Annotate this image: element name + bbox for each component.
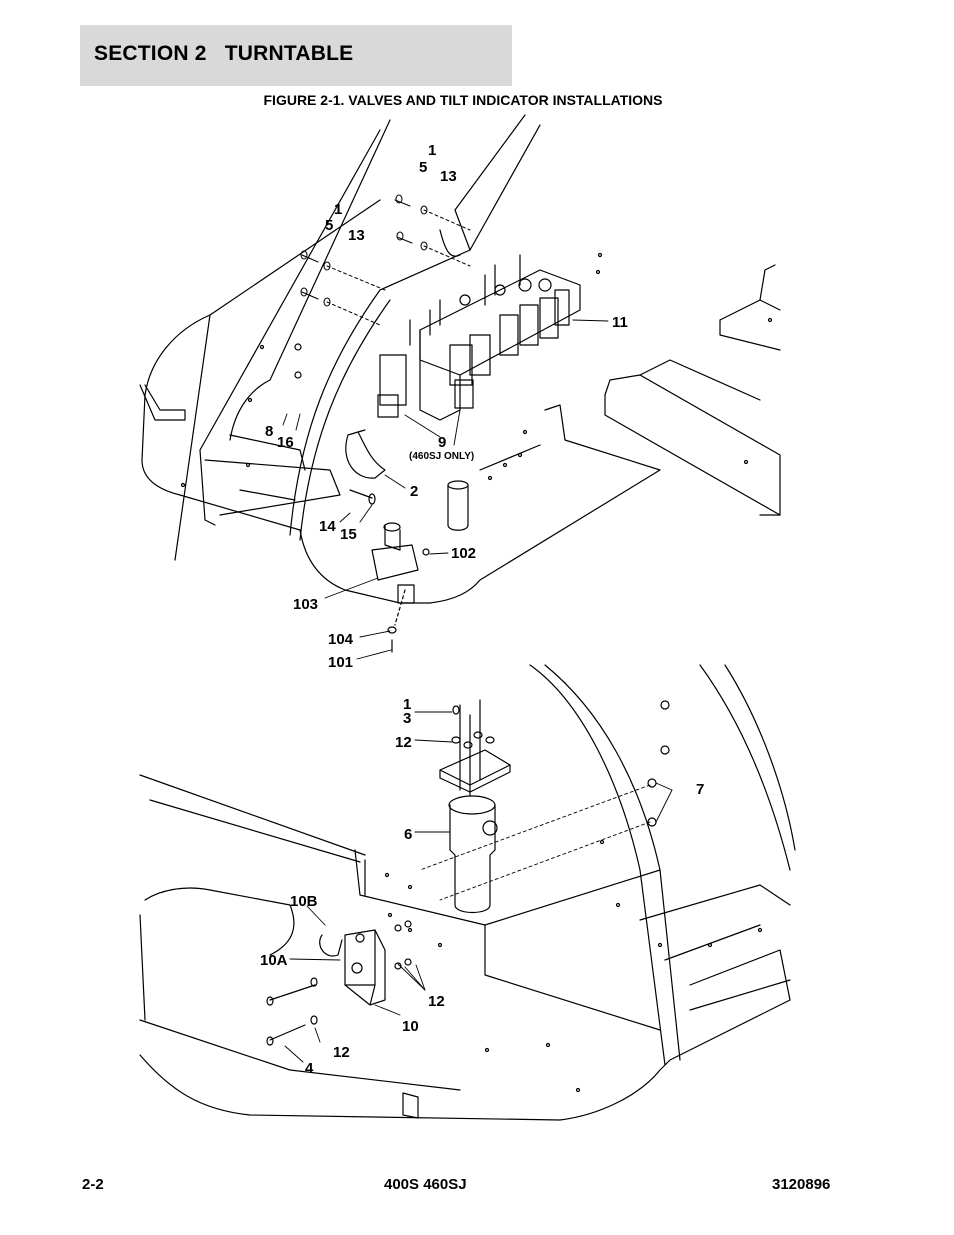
document-number: 3120896 xyxy=(772,1176,831,1193)
callout-15: 15 xyxy=(340,526,357,543)
callout-103: 103 xyxy=(293,596,318,613)
section-title: SECTION 2 TURNTABLE xyxy=(94,42,354,65)
callout-9: 9 xyxy=(438,434,446,451)
callout-12: 12 xyxy=(333,1044,350,1061)
callout-460sj-only: (460SJ ONLY) xyxy=(409,451,474,462)
callout-102: 102 xyxy=(451,545,476,562)
callout-6: 6 xyxy=(404,826,412,843)
valve-bank-11 xyxy=(377,254,581,421)
page-number: 2-2 xyxy=(82,1176,104,1193)
upper-turntable-drawing xyxy=(139,114,781,660)
callout-13: 13 xyxy=(440,168,457,185)
callout-12: 12 xyxy=(395,734,412,751)
callout-104: 104 xyxy=(328,631,354,648)
callout-101: 101 xyxy=(328,654,353,671)
callout-14: 14 xyxy=(319,518,336,535)
callout-1: 1 xyxy=(334,201,342,218)
callout-1: 1 xyxy=(428,142,436,159)
callout-4: 4 xyxy=(305,1060,314,1077)
callout-3: 3 xyxy=(403,710,411,727)
callout-1: 1 xyxy=(403,696,411,713)
callout-16: 16 xyxy=(277,434,294,451)
section-header: SECTION 2 TURNTABLE xyxy=(80,25,512,86)
alarm-horn-2 xyxy=(345,429,386,479)
tilt-sensor-103 xyxy=(371,522,430,653)
callout-10a: 10A xyxy=(260,952,288,969)
model-number: 400S 460SJ xyxy=(384,1176,467,1193)
callout-2: 2 xyxy=(410,483,418,500)
callout-12: 12 xyxy=(428,993,445,1010)
callout-8: 8 xyxy=(265,423,273,440)
lower-turntable-drawing xyxy=(139,664,796,1121)
callout-7: 7 xyxy=(696,781,704,798)
figure-title: FIGURE 2-1. VALVES AND TILT INDICATOR IN… xyxy=(263,92,663,108)
filter-assembly-6 xyxy=(439,699,511,914)
callout-10b: 10B xyxy=(290,893,318,910)
callout-11: 11 xyxy=(612,314,628,331)
valve-block-10 xyxy=(266,920,412,1046)
callout-5: 5 xyxy=(419,159,427,176)
callout-5: 5 xyxy=(325,217,333,234)
callout-13: 13 xyxy=(348,227,365,244)
callout-10: 10 xyxy=(402,1018,419,1035)
